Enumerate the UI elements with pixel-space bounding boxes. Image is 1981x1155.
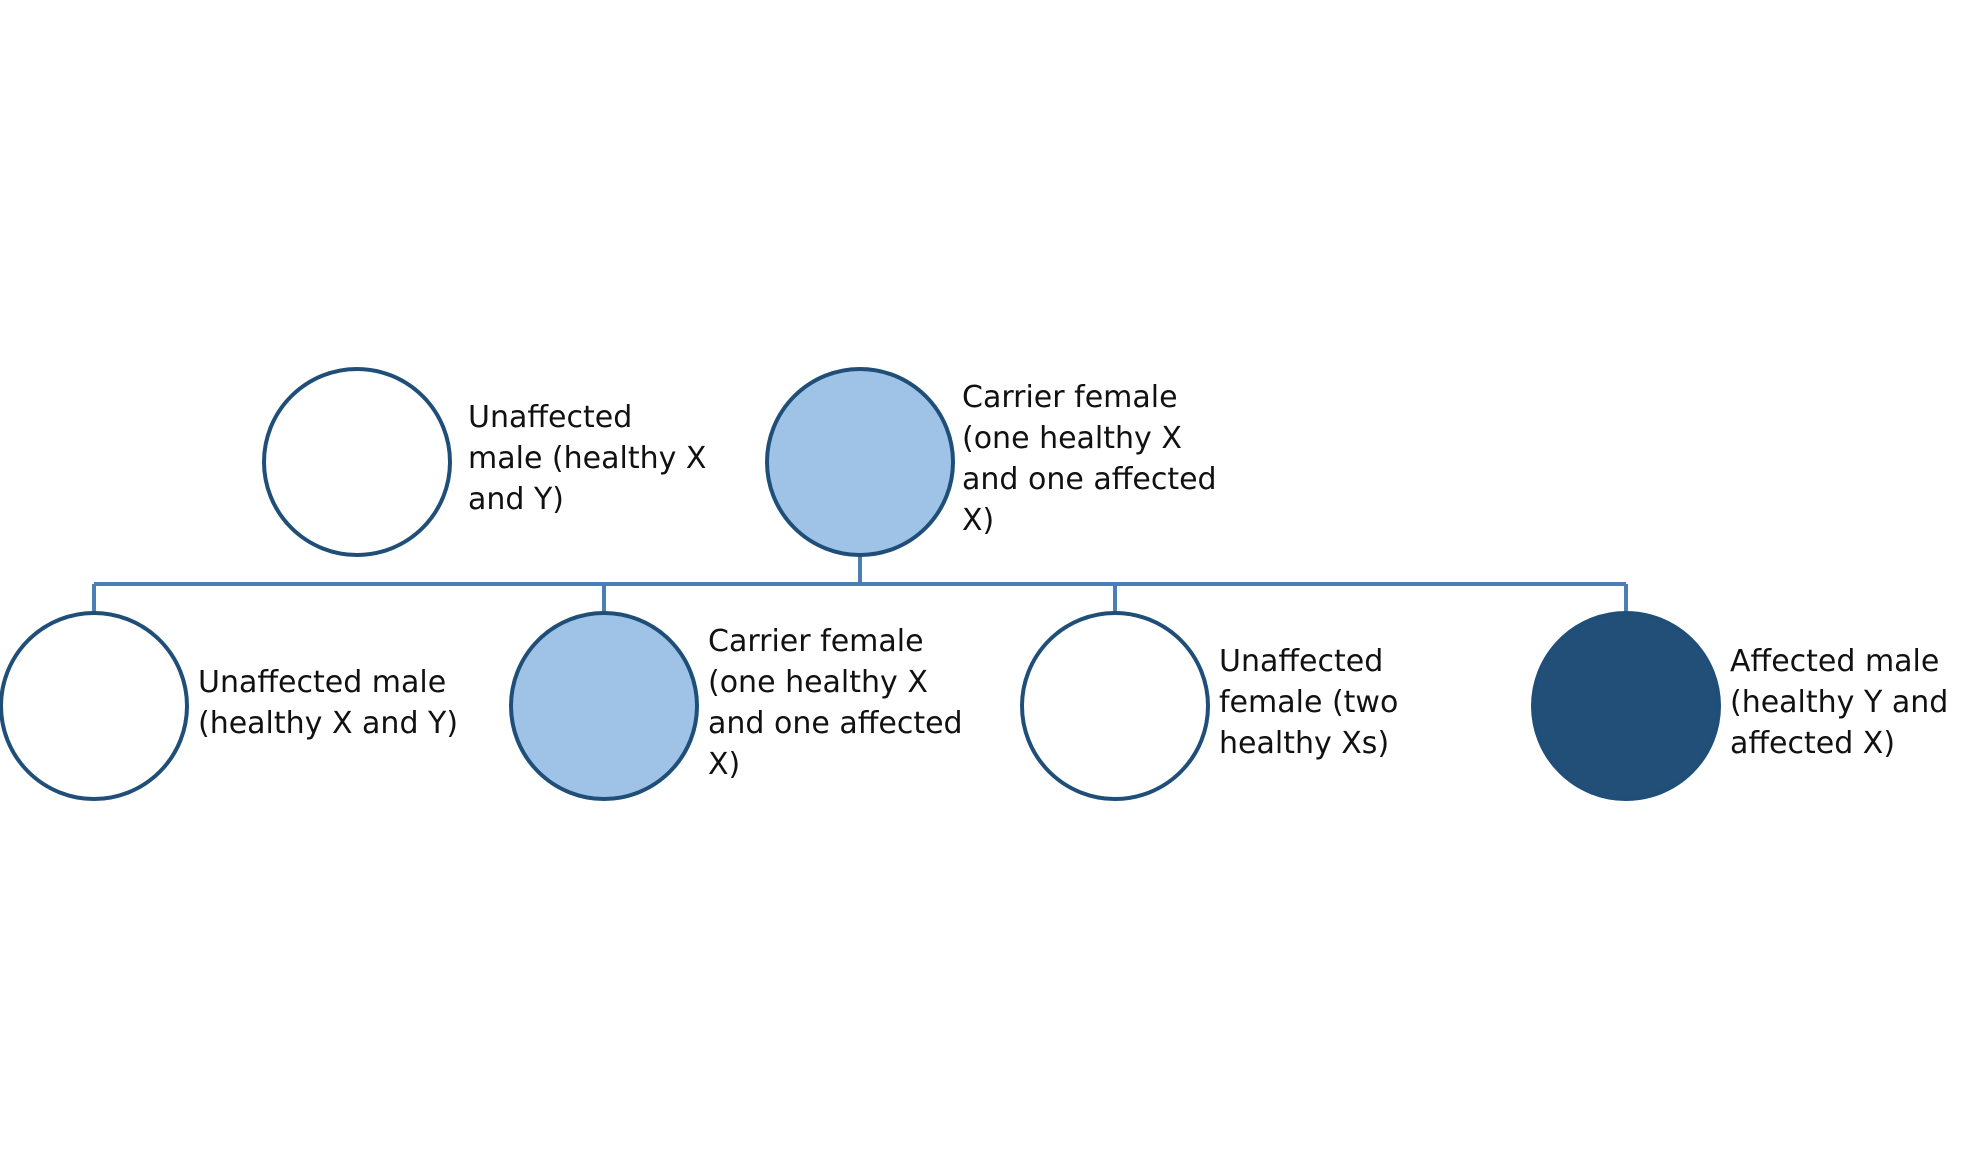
child-carrier-female-circle xyxy=(509,611,699,801)
label-line: (healthy Y and xyxy=(1730,685,1949,720)
child-affected-male-circle xyxy=(1531,611,1721,801)
label-line: Unaffected male xyxy=(198,665,447,700)
child-unaffected-female-label: Unaffected female (two healthy Xs) xyxy=(1219,641,1398,764)
child-unaffected-male-circle xyxy=(0,611,189,801)
label-line: (one healthy X xyxy=(708,665,928,700)
label-line: Unaffected xyxy=(468,400,633,435)
parent-unaffected-male-label: Unaffected male (healthy X and Y) xyxy=(468,397,706,520)
label-line: (healthy X and Y) xyxy=(198,706,459,741)
child-carrier-female-label: Carrier female (one healthy X and one af… xyxy=(708,621,963,785)
child-affected-male-label: Affected male (healthy Y and affected X) xyxy=(1730,641,1948,764)
label-line: and one affected xyxy=(962,462,1217,497)
label-line: male (healthy X xyxy=(468,441,707,476)
label-line: and Y) xyxy=(468,482,565,517)
label-line: healthy Xs) xyxy=(1219,726,1390,761)
label-line: female (two xyxy=(1219,685,1399,720)
label-line: Affected male xyxy=(1730,644,1940,679)
label-line: and one affected xyxy=(708,706,963,741)
connector-lines xyxy=(92,555,1628,613)
parent-carrier-female-circle xyxy=(765,367,955,557)
label-line: X) xyxy=(708,747,741,782)
label-line: Unaffected xyxy=(1219,644,1384,679)
child-unaffected-female-circle xyxy=(1020,611,1210,801)
parent-unaffected-male-circle xyxy=(262,367,452,557)
label-line: Carrier female xyxy=(708,624,924,659)
child-unaffected-male-label: Unaffected male (healthy X and Y) xyxy=(198,662,458,744)
parent-carrier-female-label: Carrier female (one healthy X and one af… xyxy=(962,377,1217,541)
label-line: Carrier female xyxy=(962,380,1178,415)
label-line: X) xyxy=(962,503,995,538)
label-line: affected X) xyxy=(1730,726,1896,761)
pedigree-nodes xyxy=(0,367,1721,801)
label-line: (one healthy X xyxy=(962,421,1182,456)
